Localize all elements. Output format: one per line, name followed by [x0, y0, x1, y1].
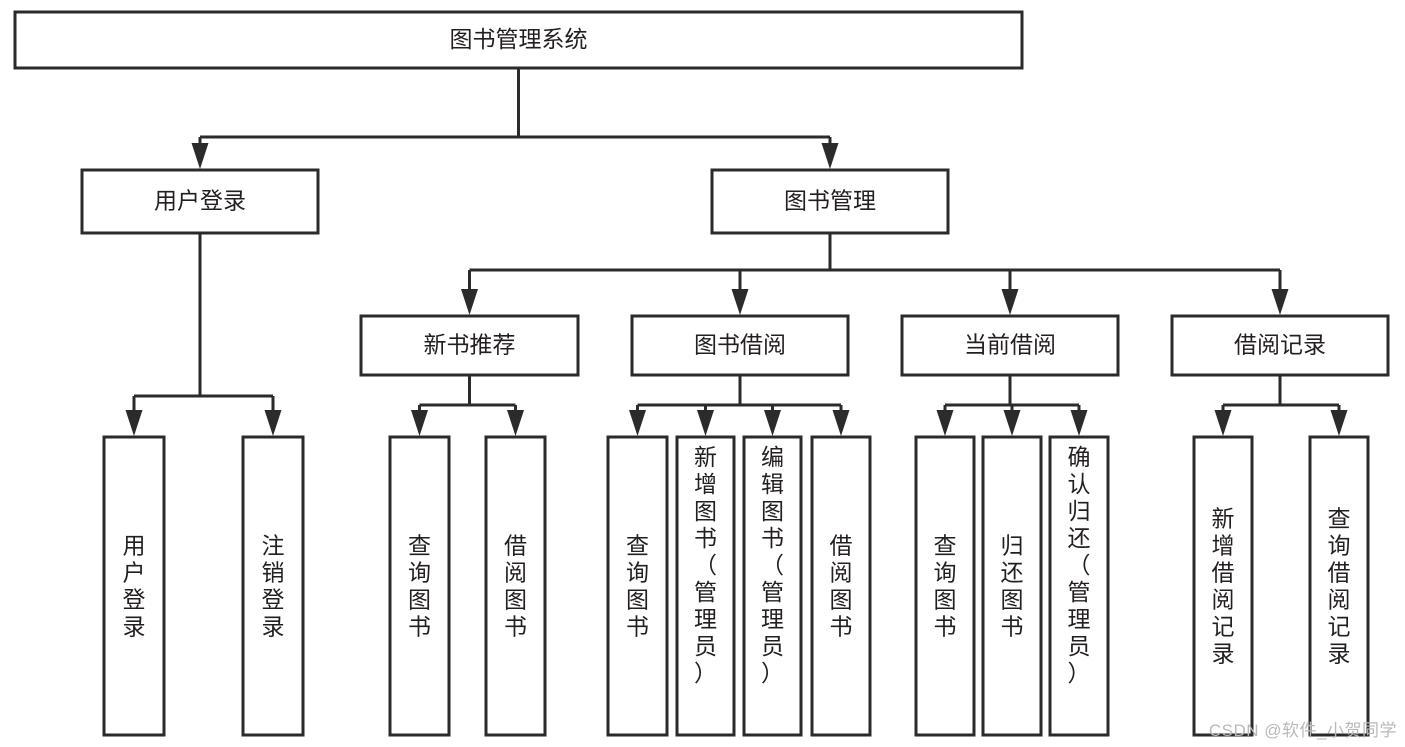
edge-group — [461, 233, 1289, 315]
node-label: 图书借阅 — [694, 332, 786, 358]
node-label: 借阅记录 — [1234, 332, 1326, 358]
node-l3_0[interactable]: 新书推荐 — [359, 314, 580, 377]
node-label: 借阅图书 — [504, 533, 527, 640]
node-label: 新增借阅记录 — [1212, 506, 1235, 667]
node-label: 注销登录 — [262, 533, 285, 640]
node-box[interactable] — [80, 168, 320, 235]
edge-group — [125, 233, 282, 436]
arrow-head — [1003, 410, 1021, 436]
node-leaf_2[interactable]: 查询图书 — [388, 435, 451, 737]
node-root[interactable]: 图书管理系统 — [13, 10, 1024, 70]
arrow-head — [731, 289, 749, 315]
node-leaf_3[interactable]: 借阅图书 — [484, 435, 547, 737]
arrow-head — [821, 143, 839, 169]
node-l3_3[interactable]: 借阅记录 — [1170, 314, 1390, 377]
node-box[interactable] — [981, 435, 1043, 737]
arrow-head — [1330, 410, 1348, 436]
arrow-head — [1001, 289, 1019, 315]
node-leaf_0[interactable]: 用户登录 — [102, 435, 166, 737]
node-label: 归还图书 — [1001, 533, 1024, 640]
node-box[interactable] — [1170, 314, 1390, 377]
edge-group — [1214, 375, 1348, 436]
node-box[interactable] — [742, 435, 803, 737]
arrow-head — [1214, 410, 1232, 436]
node-leaf_7[interactable]: 借阅图书 — [810, 435, 872, 737]
arrow-head — [697, 410, 714, 436]
arrow-head — [264, 410, 282, 436]
arrow-head — [1070, 410, 1088, 436]
node-l2_0[interactable]: 用户登录 — [80, 168, 320, 235]
node-box[interactable] — [1048, 435, 1110, 737]
node-label: 图书管理系统 — [450, 26, 588, 52]
arrow-head — [764, 410, 781, 436]
arrow-head — [936, 410, 954, 436]
node-leaf_11[interactable]: 新增借阅记录 — [1192, 435, 1254, 737]
arrow-head — [461, 289, 478, 315]
node-box[interactable] — [388, 435, 451, 737]
node-box[interactable] — [241, 435, 305, 737]
edge-group — [191, 68, 839, 169]
edge-group — [629, 375, 850, 436]
node-leaf_4[interactable]: 查询图书 — [606, 435, 669, 737]
arrow-head — [1271, 289, 1289, 315]
node-box[interactable] — [359, 314, 580, 377]
arrow-head — [832, 410, 850, 436]
node-box[interactable] — [710, 168, 950, 235]
node-label: 新书推荐 — [424, 332, 516, 358]
node-label: 用户登录 — [154, 188, 246, 214]
node-label: 图书管理 — [784, 188, 876, 214]
node-box[interactable] — [675, 435, 736, 737]
node-label: 用户登录 — [123, 533, 146, 640]
node-label: 确认归还（管理员） — [1068, 444, 1091, 686]
node-leaf_9[interactable]: 归还图书 — [981, 435, 1043, 737]
watermark-text: CSDN @软件_小贺同学 — [1208, 721, 1397, 740]
node-label: 当前借阅 — [964, 332, 1056, 358]
node-leaf_8[interactable]: 查询图书 — [914, 435, 976, 737]
node-l3_1[interactable]: 图书借阅 — [630, 314, 850, 377]
node-box[interactable] — [1308, 435, 1370, 737]
node-box[interactable] — [810, 435, 872, 737]
node-label: 借阅图书 — [830, 533, 853, 640]
node-box[interactable] — [102, 435, 166, 737]
node-l3_2[interactable]: 当前借阅 — [900, 314, 1120, 377]
node-label: 查询图书 — [626, 533, 649, 640]
arrow-head — [411, 410, 428, 436]
arrow-head — [507, 410, 524, 436]
node-leaf_1[interactable]: 注销登录 — [241, 435, 305, 737]
node-leaf_10[interactable]: 确认归还（管理员） — [1048, 435, 1110, 737]
node-leaf_12[interactable]: 查询借阅记录 — [1308, 435, 1370, 737]
edges-layer — [125, 68, 1348, 436]
node-label: 查询图书 — [408, 533, 431, 640]
node-box[interactable] — [13, 10, 1024, 70]
node-leaf_6[interactable]: 编辑图书（管理员） — [742, 435, 803, 737]
edge-group — [936, 375, 1088, 436]
node-box[interactable] — [1192, 435, 1254, 737]
arrow-head — [191, 143, 209, 169]
edge-group — [411, 375, 524, 436]
node-label: 编辑图书（管理员） — [761, 444, 784, 686]
node-box[interactable] — [914, 435, 976, 737]
node-label: 新增图书（管理员） — [694, 444, 717, 686]
arrow-head — [629, 410, 646, 436]
node-box[interactable] — [900, 314, 1120, 377]
node-leaf_5[interactable]: 新增图书（管理员） — [675, 435, 736, 737]
node-box[interactable] — [630, 314, 850, 377]
node-l2_1[interactable]: 图书管理 — [710, 168, 950, 235]
nodes-layer: 图书管理系统用户登录图书管理新书推荐图书借阅当前借阅借阅记录用户登录注销登录查询… — [13, 10, 1390, 737]
node-box[interactable] — [606, 435, 669, 737]
node-box[interactable] — [484, 435, 547, 737]
node-label: 查询借阅记录 — [1328, 506, 1351, 667]
arrow-head — [125, 410, 143, 436]
node-label: 查询图书 — [934, 533, 957, 640]
